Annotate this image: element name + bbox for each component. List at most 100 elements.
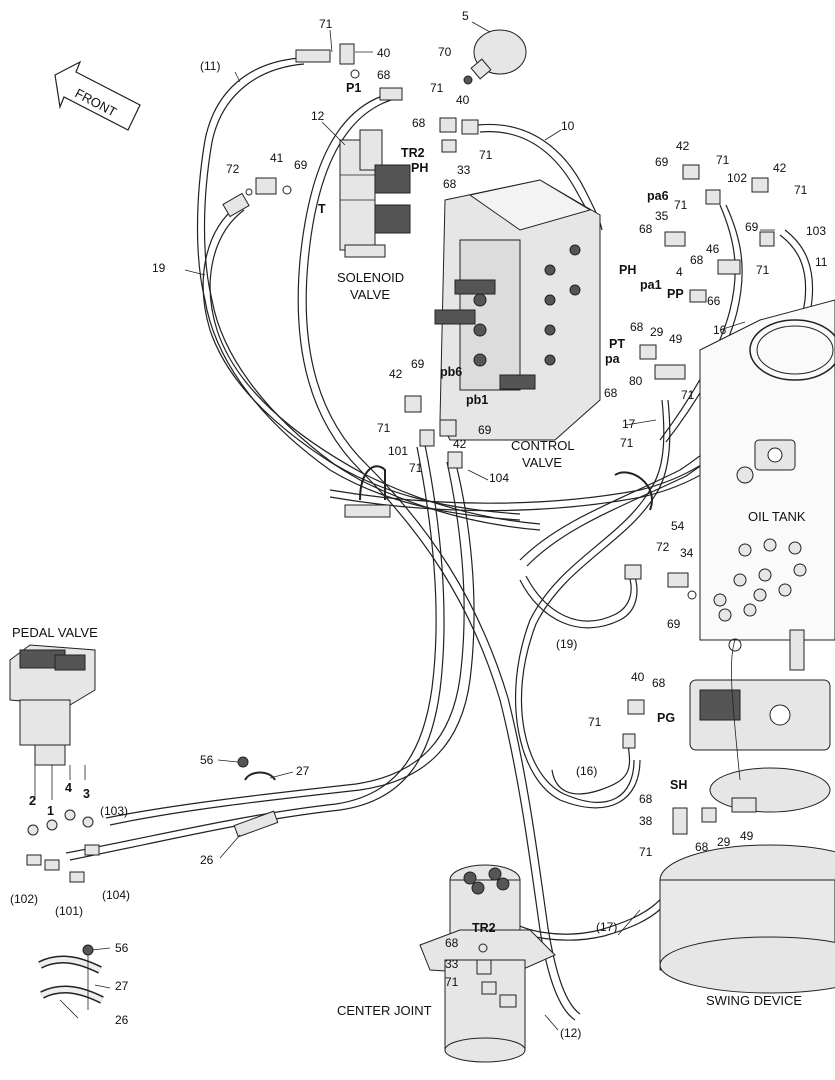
callout-80: 80 <box>629 374 643 388</box>
port-tr2-center: TR2 <box>472 921 496 935</box>
callout-11-paren: (11) <box>200 59 220 73</box>
callout-71: 71 <box>674 198 688 212</box>
swing-device <box>659 629 835 994</box>
callout-101: 101 <box>388 444 408 458</box>
hose-clamps <box>38 465 653 1010</box>
callout-12-paren: (12) <box>560 1026 581 1040</box>
callout-46: 46 <box>706 242 720 256</box>
callout-54: 54 <box>671 519 685 533</box>
callout-49: 49 <box>669 332 683 346</box>
callout-71: 71 <box>588 715 602 729</box>
callout-17-paren: (17) <box>596 920 617 934</box>
callout-71: 71 <box>430 81 444 95</box>
callout-5: 5 <box>462 9 469 23</box>
port-p1: P1 <box>346 81 361 95</box>
callout-68: 68 <box>412 116 426 130</box>
control-caption-line2: VALVE <box>522 455 562 470</box>
callout-101-paren: (101) <box>55 904 83 918</box>
solenoid-caption-line1: SOLENOID <box>337 270 404 285</box>
pedal-port-3: 3 <box>83 787 90 801</box>
front-arrow: FRONT <box>54 60 141 131</box>
callout-26: 26 <box>115 1013 129 1027</box>
port-ph-right: PH <box>619 263 636 277</box>
callout-19-paren: (19) <box>556 637 577 651</box>
callout-102: 102 <box>727 171 747 185</box>
callout-49: 49 <box>740 829 754 843</box>
callout-68: 68 <box>639 222 653 236</box>
center-joint-caption: CENTER JOINT <box>337 1003 432 1018</box>
captions: SOLENOID VALVE CONTROL VALVE OIL TANK PE… <box>12 270 806 1018</box>
callout-4: 4 <box>676 265 683 279</box>
callout-26: 26 <box>200 853 214 867</box>
callout-11: 11 <box>815 255 828 269</box>
callout-17: 17 <box>622 417 636 431</box>
port-pa1: pa1 <box>640 278 662 292</box>
callout-42: 42 <box>676 139 690 153</box>
callout-69: 69 <box>478 423 492 437</box>
callout-12: 12 <box>311 109 325 123</box>
pedal-port-2: 2 <box>29 794 36 808</box>
pedal-port-1: 1 <box>47 804 54 818</box>
port-pa6: pa6 <box>647 189 669 203</box>
callout-40: 40 <box>377 46 391 60</box>
pedal-valve <box>9 644 100 883</box>
callout-33: 33 <box>457 163 471 177</box>
center-joint <box>419 864 556 1063</box>
port-sh: SH <box>670 778 687 792</box>
callout-72: 72 <box>226 162 240 176</box>
callout-69: 69 <box>655 155 669 169</box>
callout-68: 68 <box>377 68 391 82</box>
callout-71: 71 <box>639 845 653 859</box>
callout-72: 72 <box>656 540 670 554</box>
callout-16-paren: (16) <box>576 764 597 778</box>
callout-71: 71 <box>681 388 695 402</box>
callout-16: 16 <box>713 323 727 337</box>
control-valve <box>434 179 601 441</box>
callout-68: 68 <box>690 253 704 267</box>
callout-66: 66 <box>707 294 721 308</box>
callout-56: 56 <box>115 941 129 955</box>
control-caption-line1: CONTROL <box>511 438 575 453</box>
fittings <box>222 43 775 1008</box>
callout-41: 41 <box>270 151 284 165</box>
callout-71: 71 <box>756 263 770 277</box>
callout-68: 68 <box>652 676 666 690</box>
callout-70: 70 <box>438 45 452 59</box>
swing-device-caption: SWING DEVICE <box>706 993 802 1008</box>
callout-104-paren: (104) <box>102 888 130 902</box>
callout-27: 27 <box>115 979 129 993</box>
callout-34: 34 <box>680 546 694 560</box>
callout-71: 71 <box>620 436 634 450</box>
callout-71: 71 <box>716 153 730 167</box>
callout-71: 71 <box>319 17 333 31</box>
callout-38: 38 <box>639 814 653 828</box>
port-ph-top: PH <box>411 161 428 175</box>
port-t: T <box>318 202 326 216</box>
callout-71: 71 <box>445 975 459 989</box>
port-pb1: pb1 <box>466 393 488 407</box>
callout-69: 69 <box>411 357 425 371</box>
callout-68: 68 <box>604 386 618 400</box>
callout-68: 68 <box>630 320 644 334</box>
callout-68: 68 <box>695 840 709 854</box>
callout-numbers: 71 40 68 5 70 (11) 71 40 12 68 71 33 68 … <box>10 9 828 1040</box>
callout-42: 42 <box>389 367 403 381</box>
callout-69: 69 <box>745 220 759 234</box>
port-pg: PG <box>657 711 675 725</box>
callout-35: 35 <box>655 209 669 223</box>
callout-40: 40 <box>456 93 470 107</box>
callout-29: 29 <box>650 325 664 339</box>
port-pp: PP <box>667 287 684 301</box>
port-pt: PT <box>609 337 625 351</box>
callout-104: 104 <box>489 471 509 485</box>
callout-27: 27 <box>296 764 310 778</box>
callout-68: 68 <box>443 177 457 191</box>
callout-69: 69 <box>667 617 681 631</box>
port-labels: P1 TR2 PH T pa6 PH pa1 PP PT pa pb6 pb1 … <box>318 81 687 935</box>
port-tr2-top: TR2 <box>401 146 425 160</box>
callout-10: 10 <box>561 119 575 133</box>
port-pa: pa <box>605 352 621 366</box>
callout-42: 42 <box>773 161 787 175</box>
callout-29: 29 <box>717 835 731 849</box>
